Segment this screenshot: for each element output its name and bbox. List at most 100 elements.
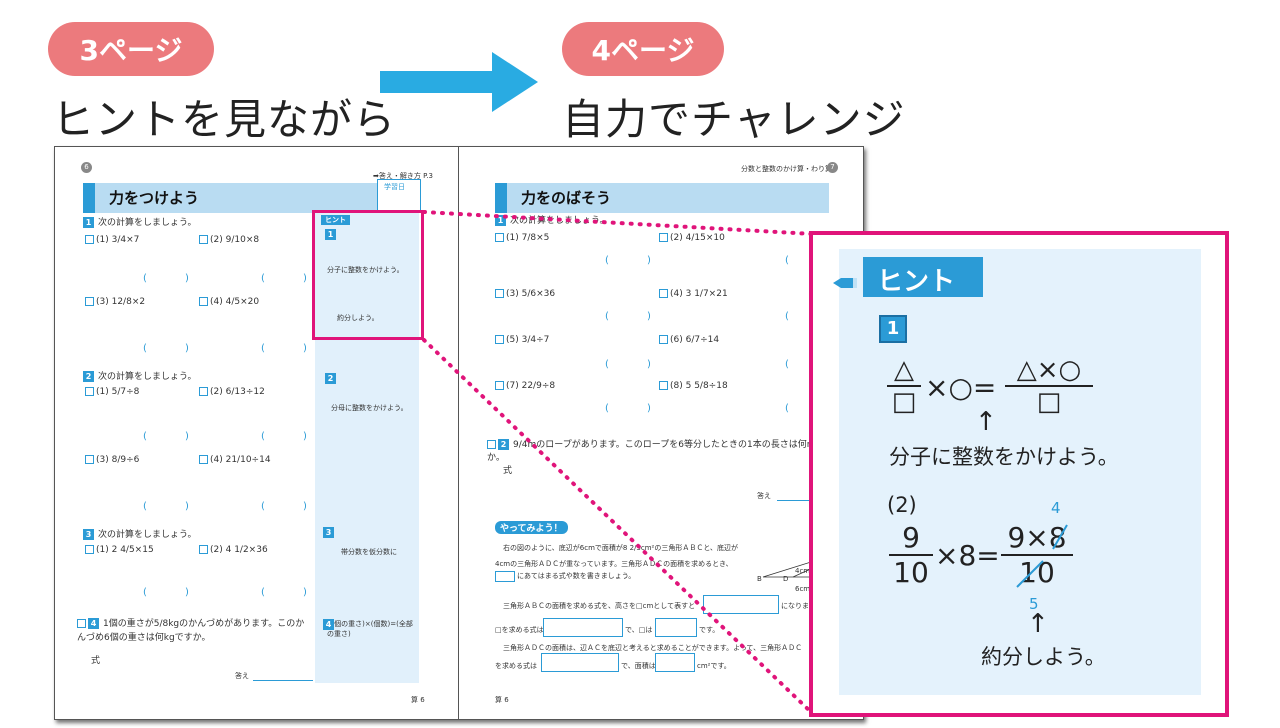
hint-highlight-box <box>312 210 424 340</box>
answer-paren[interactable]: ( ) <box>143 343 189 354</box>
answer-paren[interactable]: ( ) <box>261 273 307 284</box>
q4-answer-label: 答え <box>235 672 249 680</box>
answer-box-3[interactable] <box>655 618 697 637</box>
hint-column <box>315 213 419 683</box>
r-q1-item-7[interactable]: (7) 22/9÷8 <box>495 381 555 391</box>
answer-paren[interactable]: ( ) <box>605 359 651 370</box>
answer-box-2[interactable] <box>543 618 623 637</box>
answer-paren[interactable]: ( ) <box>143 273 189 284</box>
answer-paren[interactable]: ( <box>785 311 789 322</box>
pencil-icon <box>833 268 861 288</box>
hint-4-num: 4 <box>323 619 338 630</box>
q2-item-3[interactable]: (3) 8/9÷6 <box>85 455 139 465</box>
right-footer: 算 6 <box>495 696 509 704</box>
answer-paren[interactable]: ( ) <box>605 255 651 266</box>
try-title: やってみよう！ <box>495 521 568 534</box>
right-arrow-icon <box>380 52 538 112</box>
answer-paren[interactable]: ( <box>785 359 789 370</box>
sub-question-label: (2) <box>887 493 917 517</box>
answer-paren[interactable]: ( ) <box>605 311 651 322</box>
hint-item-number: 1 <box>879 315 907 343</box>
try-p3: にあてはまる式や数を書きましょう。 <box>517 572 636 580</box>
r-q1-item-1[interactable]: (1) 7/8×5 <box>495 233 549 243</box>
left-page-pill: 3ページ <box>48 22 214 76</box>
q1-item-2[interactable]: (2) 9/10×8 <box>199 235 259 245</box>
answer-paren[interactable]: ( ) <box>605 403 651 414</box>
try-p6: 三角形ＡＤＣの面積は、辺ＡＣを底辺と考えると求めることができます。よって、三角形… <box>503 644 803 652</box>
answer-box-4[interactable] <box>541 653 619 672</box>
right-page-pill: 4ページ <box>562 22 724 76</box>
q2-item-2[interactable]: (2) 6/13÷12 <box>199 387 265 397</box>
figure-label-4cm: 4cm <box>795 567 811 575</box>
q3-item-1[interactable]: (1) 2 4/5×15 <box>85 545 154 555</box>
up-arrow-icon-2: ↑ <box>1027 609 1049 639</box>
page-number: 6 <box>81 162 92 173</box>
q1-item-4[interactable]: (4) 4/5×20 <box>199 297 259 307</box>
figure-label-d: D <box>783 575 789 583</box>
formula-2-mid: ×8= <box>935 539 1000 572</box>
hint-note-2: 約分しよう。 <box>981 645 1106 669</box>
r-q1-item-8[interactable]: (8) 5 5/8÷18 <box>659 381 728 391</box>
answer-paren[interactable]: ( ) <box>261 431 307 442</box>
hint-note-1: 分子に整数をかけよう。 <box>889 445 1119 469</box>
q4-answer-line[interactable] <box>253 680 313 681</box>
q1-item-1[interactable]: (1) 3/4×7 <box>85 235 139 245</box>
r-q1-item-6[interactable]: (6) 6/7÷14 <box>659 335 719 345</box>
q2-item-4[interactable]: (4) 21/10÷14 <box>199 455 271 465</box>
q3-item-2[interactable]: (2) 4 1/2×36 <box>199 545 268 555</box>
answer-box-5[interactable] <box>655 653 695 672</box>
hint-tag: ヒント <box>321 215 350 225</box>
up-arrow-icon: ↑ <box>975 407 997 437</box>
try-p4: 三角形ＡＢＣの面積を求める式を、高さを□cmとして表すと <box>503 602 696 610</box>
q1-item-3[interactable]: (3) 12/8×2 <box>85 297 145 307</box>
hint-4-note: (1個の重さ)×(個数)=(全部の重さ) <box>327 620 413 638</box>
cancel-result-top: 4 <box>1051 499 1061 517</box>
fraction-result-1: △×○□ <box>1005 355 1093 417</box>
answer-paren[interactable]: ( ) <box>261 587 307 598</box>
answer-paren[interactable]: ( <box>785 255 789 266</box>
q2-item-1[interactable]: (1) 5/7÷8 <box>85 387 139 397</box>
answer-paren[interactable]: ( ) <box>143 431 189 442</box>
try-p7c: cm²です。 <box>697 662 731 670</box>
try-p1: 右の図のように、底辺が6cmで面積が8 2/3cm²の三角形ＡＢＣと、底辺が <box>503 544 739 552</box>
answer-paren[interactable]: ( ) <box>143 587 189 598</box>
left-footer: 算 6 <box>411 696 425 704</box>
example-blank-box[interactable] <box>495 571 515 582</box>
r-q1-item-5[interactable]: (5) 3/4÷7 <box>495 335 549 345</box>
try-p2: 4cmの三角形ＡＤＣが重なっています。三角形ＡＤＣの面積を求めるとき、 <box>495 560 733 568</box>
r-q1-item-4[interactable]: (4) 3 1/7×21 <box>659 289 728 299</box>
r-q2-answer-line[interactable] <box>777 500 833 501</box>
hint-3-note: 帯分数を仮分数に <box>341 548 397 556</box>
r-q2-shiki: 式 <box>503 466 513 476</box>
answer-paren[interactable]: ( <box>785 403 789 414</box>
answer-reference: ➡答え・解き方 P.3 <box>373 172 433 180</box>
try-p5a: □を求める式は <box>495 626 544 634</box>
hint-2-num: 2 <box>325 373 340 384</box>
r-q1-item-3[interactable]: (3) 5/6×36 <box>495 289 555 299</box>
try-p5c: です。 <box>699 626 720 634</box>
r-q1-item-2[interactable]: (2) 4/15×10 <box>659 233 725 243</box>
figure-label-6cm: 6cm <box>795 585 811 593</box>
answer-box-1[interactable] <box>703 595 779 614</box>
section-title: 力をつけよう <box>109 189 200 207</box>
section-title-band: 力をつけよう <box>83 183 419 213</box>
answer-paren[interactable]: ( ) <box>261 501 307 512</box>
hint-3-num: 3 <box>323 527 338 538</box>
try-p4b: になりま <box>781 602 809 610</box>
section-title-right: 力をのばそう <box>521 189 612 207</box>
figure-label-b: B <box>757 575 762 583</box>
book-spine <box>458 147 459 719</box>
answer-paren[interactable]: ( ) <box>143 501 189 512</box>
answer-paren[interactable]: ( ) <box>261 343 307 354</box>
section-title-band-right: 力をのばそう <box>495 183 829 213</box>
workbook-spread: 6 ➡答え・解き方 P.3 力をつけよう 学習日 ヒント 分子に整数をかけよう。… <box>54 146 864 720</box>
